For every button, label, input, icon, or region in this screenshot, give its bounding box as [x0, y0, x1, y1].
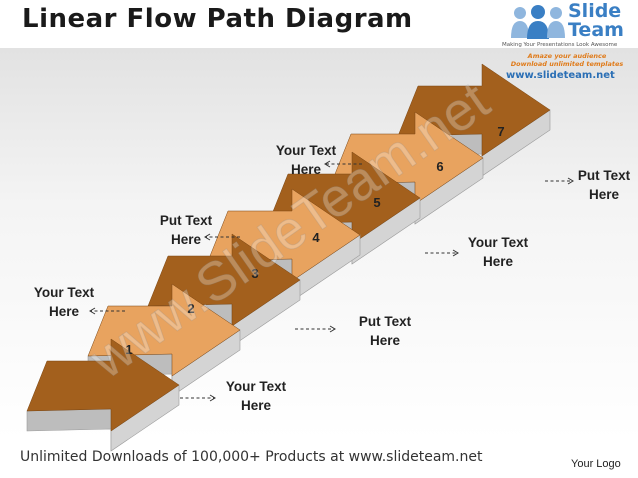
step-number-5: 5 [373, 195, 380, 210]
connector-arrowhead-5 [452, 249, 459, 257]
step-number-4: 4 [312, 230, 320, 245]
connector-arrowhead-2 [89, 307, 96, 315]
arrow-bottom-1 [26, 408, 112, 451]
brand-promo-line2: Download unlimited templates [510, 60, 624, 68]
step-number-3: 3 [251, 266, 258, 281]
text-label-line2: Here [369, 333, 401, 348]
brand-promo-line1: Amaze your audience [527, 52, 607, 60]
text-label-line1: Your Text [33, 285, 95, 300]
step-number-2: 2 [187, 301, 194, 316]
text-label-line2: Here [170, 232, 202, 247]
footer-text: Unlimited Downloads of 100,000+ Products… [20, 449, 483, 465]
brand-url[interactable]: www.slideteam.net [506, 70, 615, 81]
step-number-6: 6 [436, 159, 443, 174]
connector-arrowhead-3 [329, 325, 336, 333]
text-label-line1: Put Text [358, 314, 412, 329]
connector-arrowhead-6 [324, 160, 331, 168]
watermark-text: www.SlideTeam.net [79, 71, 500, 391]
text-label-line2: Here [290, 162, 322, 177]
text-label-line2: Here [240, 398, 272, 413]
text-label-line1: Your Text [275, 143, 337, 158]
brand-promo: Amaze your audience Download unlimited t… [508, 52, 626, 68]
text-label-line2: Here [482, 254, 514, 269]
connector-arrowhead-4 [204, 233, 211, 241]
brand-logo: Slide Team Making Your Presentations Loo… [500, 2, 634, 82]
brand-name-line2: Team [568, 19, 624, 41]
arrow-steps: 7 6 5 4 3 2 1 [26, 63, 551, 452]
text-label-line1: Put Text [159, 213, 213, 228]
text-label-line2: Here [48, 304, 80, 319]
connector-arrowhead-1 [209, 394, 216, 402]
brand-name: Slide Team [568, 2, 624, 40]
brand-name-line1: Slide [568, 0, 622, 22]
text-label-line1: Put Text [577, 168, 631, 183]
people-icon [511, 5, 565, 39]
text-label-line1: Your Text [225, 379, 287, 394]
text-label-line1: Your Text [467, 235, 529, 250]
slide-title: Linear Flow Path Diagram [22, 4, 413, 34]
brand-tagline: Making Your Presentations Look Awesome [502, 42, 618, 48]
text-label-line2: Here [588, 187, 620, 202]
arrow-face-1 [26, 338, 180, 432]
connector-arrowhead-7 [567, 177, 574, 185]
logo-placeholder: Your Logo [571, 458, 621, 470]
step-number-7: 7 [497, 124, 504, 139]
connector-lines [89, 160, 574, 402]
step-number-1: 1 [125, 342, 132, 357]
arrow-step-1: 1 [26, 338, 180, 452]
